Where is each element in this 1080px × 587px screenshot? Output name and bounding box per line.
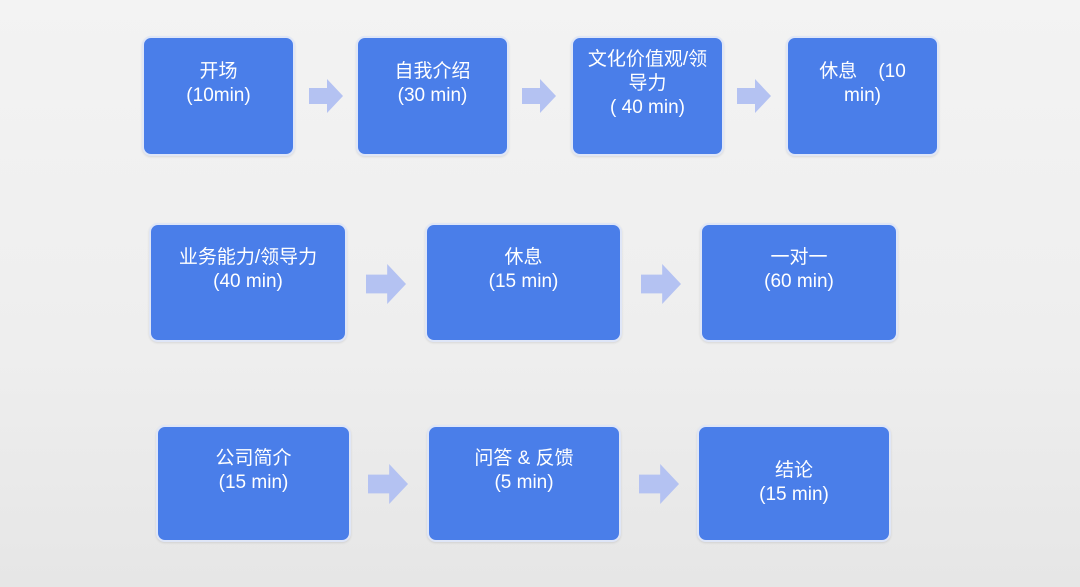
step-business-leadership: 业务能力/领导力 (40 min) (149, 223, 347, 342)
step-duration: (15 min) (218, 472, 289, 493)
arrow-right-icon (641, 264, 681, 304)
step-opening: 开场 (10min) (142, 36, 295, 156)
step-break-2: 休息 (15 min) (425, 223, 622, 342)
step-title: 结论 (774, 460, 813, 481)
arrow-right-icon (366, 264, 406, 304)
step-break-1: 休息 (10 min) (786, 36, 939, 156)
arrow-right-icon (737, 79, 771, 113)
step-qa-feedback: 问答 & 反馈 (5 min) (427, 425, 621, 542)
arrow-right-icon (368, 464, 408, 504)
step-title: 问答 & 反馈 (474, 448, 574, 469)
step-title: 开场 (199, 61, 238, 82)
step-duration: (5 min) (494, 472, 554, 493)
step-duration: min) (844, 85, 881, 106)
step-duration: (60 min) (764, 271, 834, 292)
arrow-right-icon (639, 464, 679, 504)
arrow-right-icon (522, 79, 556, 113)
step-self-intro: 自我介绍 (30 min) (356, 36, 509, 156)
step-culture-leadership: 文化价值观/领导力 ( 40 min) (571, 36, 724, 156)
step-duration: (40 min) (213, 271, 283, 292)
step-duration: (10min) (186, 85, 251, 106)
step-duration: (30 min) (397, 85, 468, 106)
step-title: 一对一 (770, 247, 828, 268)
arrow-right-icon (309, 79, 343, 113)
step-title: 文化价值观/领 (587, 49, 708, 70)
step-duration: (15 min) (488, 271, 559, 292)
step-one-on-one: 一对一 (60 min) (700, 223, 898, 342)
step-duration: ( 40 min) (610, 97, 685, 118)
step-title: 公司简介 (215, 448, 292, 469)
step-title: 休息 (504, 247, 543, 268)
step-duration: (15 min) (759, 484, 829, 505)
step-title: 业务能力/领导力 (178, 247, 318, 268)
step-title: 休息 (10 (819, 61, 906, 82)
step-title: 自我介绍 (394, 61, 471, 82)
step-company-intro: 公司简介 (15 min) (156, 425, 351, 542)
step-conclusion: 结论 (15 min) (697, 425, 891, 542)
step-title-cont: 导力 (628, 73, 667, 94)
